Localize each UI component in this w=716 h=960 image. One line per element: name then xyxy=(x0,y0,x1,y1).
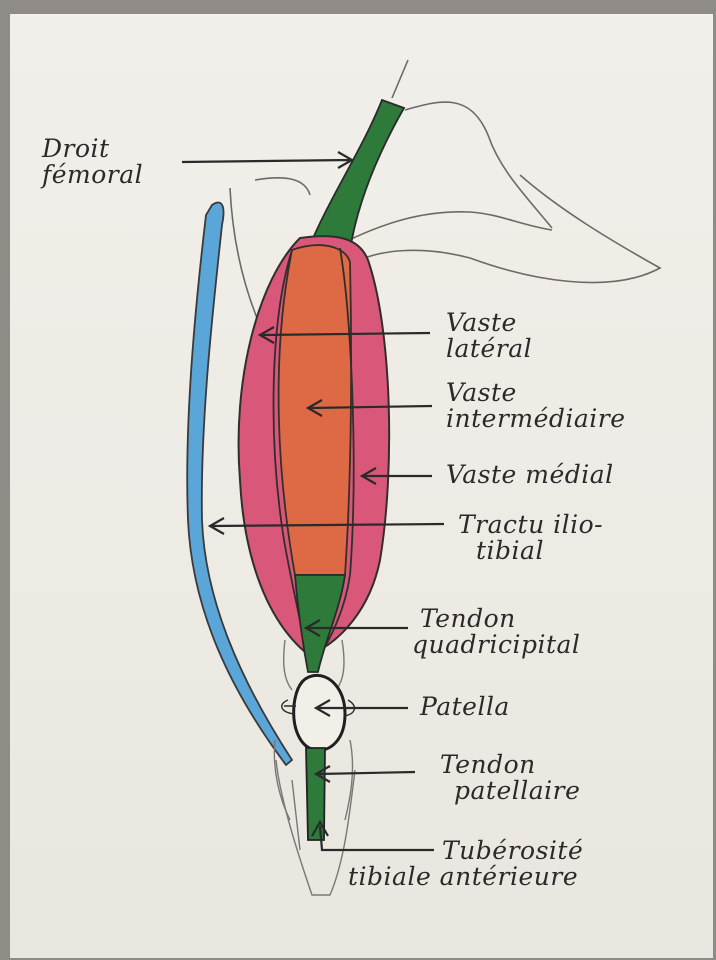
label-tendon-quadricipital-line1: Tendon xyxy=(412,606,580,632)
label-tractus: Tractu ilio- tibial xyxy=(458,512,603,564)
label-vaste-intermediaire: Vaste intermédiaire xyxy=(446,380,626,432)
label-patella: Patella xyxy=(420,694,510,720)
label-tendon-patellaire-line2: patellaire xyxy=(440,778,580,804)
label-vaste-intermediaire-line1: Vaste xyxy=(446,380,626,406)
label-tuberosite: Tubérosité tibiale antérieure xyxy=(348,838,583,890)
label-vaste-intermediaire-line2: intermédiaire xyxy=(446,406,626,432)
label-tendon-quadricipital-line2: quadricipital xyxy=(412,632,580,658)
label-patella-line1: Patella xyxy=(420,694,510,720)
rectus-femoris-tendon xyxy=(308,100,404,250)
label-tuberosite-line2: tibiale antérieure xyxy=(348,864,583,890)
arrow-tendon-patellaire xyxy=(316,766,415,782)
arrow-vaste-medial xyxy=(362,468,432,484)
label-droit-femoral-line1: Droit xyxy=(42,136,143,162)
label-vaste-lateral: Vaste latéral xyxy=(446,310,532,362)
label-droit-femoral: Droit fémoral xyxy=(42,136,143,188)
patella-bone xyxy=(294,675,345,750)
label-vaste-medial: Vaste médial xyxy=(446,462,614,488)
pelvis-outline xyxy=(345,60,660,283)
label-vaste-lateral-line2: latéral xyxy=(446,336,532,362)
label-tendon-patellaire-line1: Tendon xyxy=(440,752,580,778)
label-tractus-line1: Tractu ilio- xyxy=(458,512,603,538)
arrow-droit-femoral xyxy=(182,152,352,168)
label-tractus-line2: tibial xyxy=(458,538,603,564)
label-tuberosite-line1: Tubérosité xyxy=(348,838,583,864)
label-vaste-lateral-line1: Vaste xyxy=(446,310,532,336)
label-vaste-medial-line1: Vaste médial xyxy=(446,462,614,488)
label-tendon-patellaire: Tendon patellaire xyxy=(440,752,580,804)
label-droit-femoral-line2: fémoral xyxy=(42,162,143,188)
label-tendon-quadricipital: Tendon quadricipital xyxy=(412,606,580,658)
